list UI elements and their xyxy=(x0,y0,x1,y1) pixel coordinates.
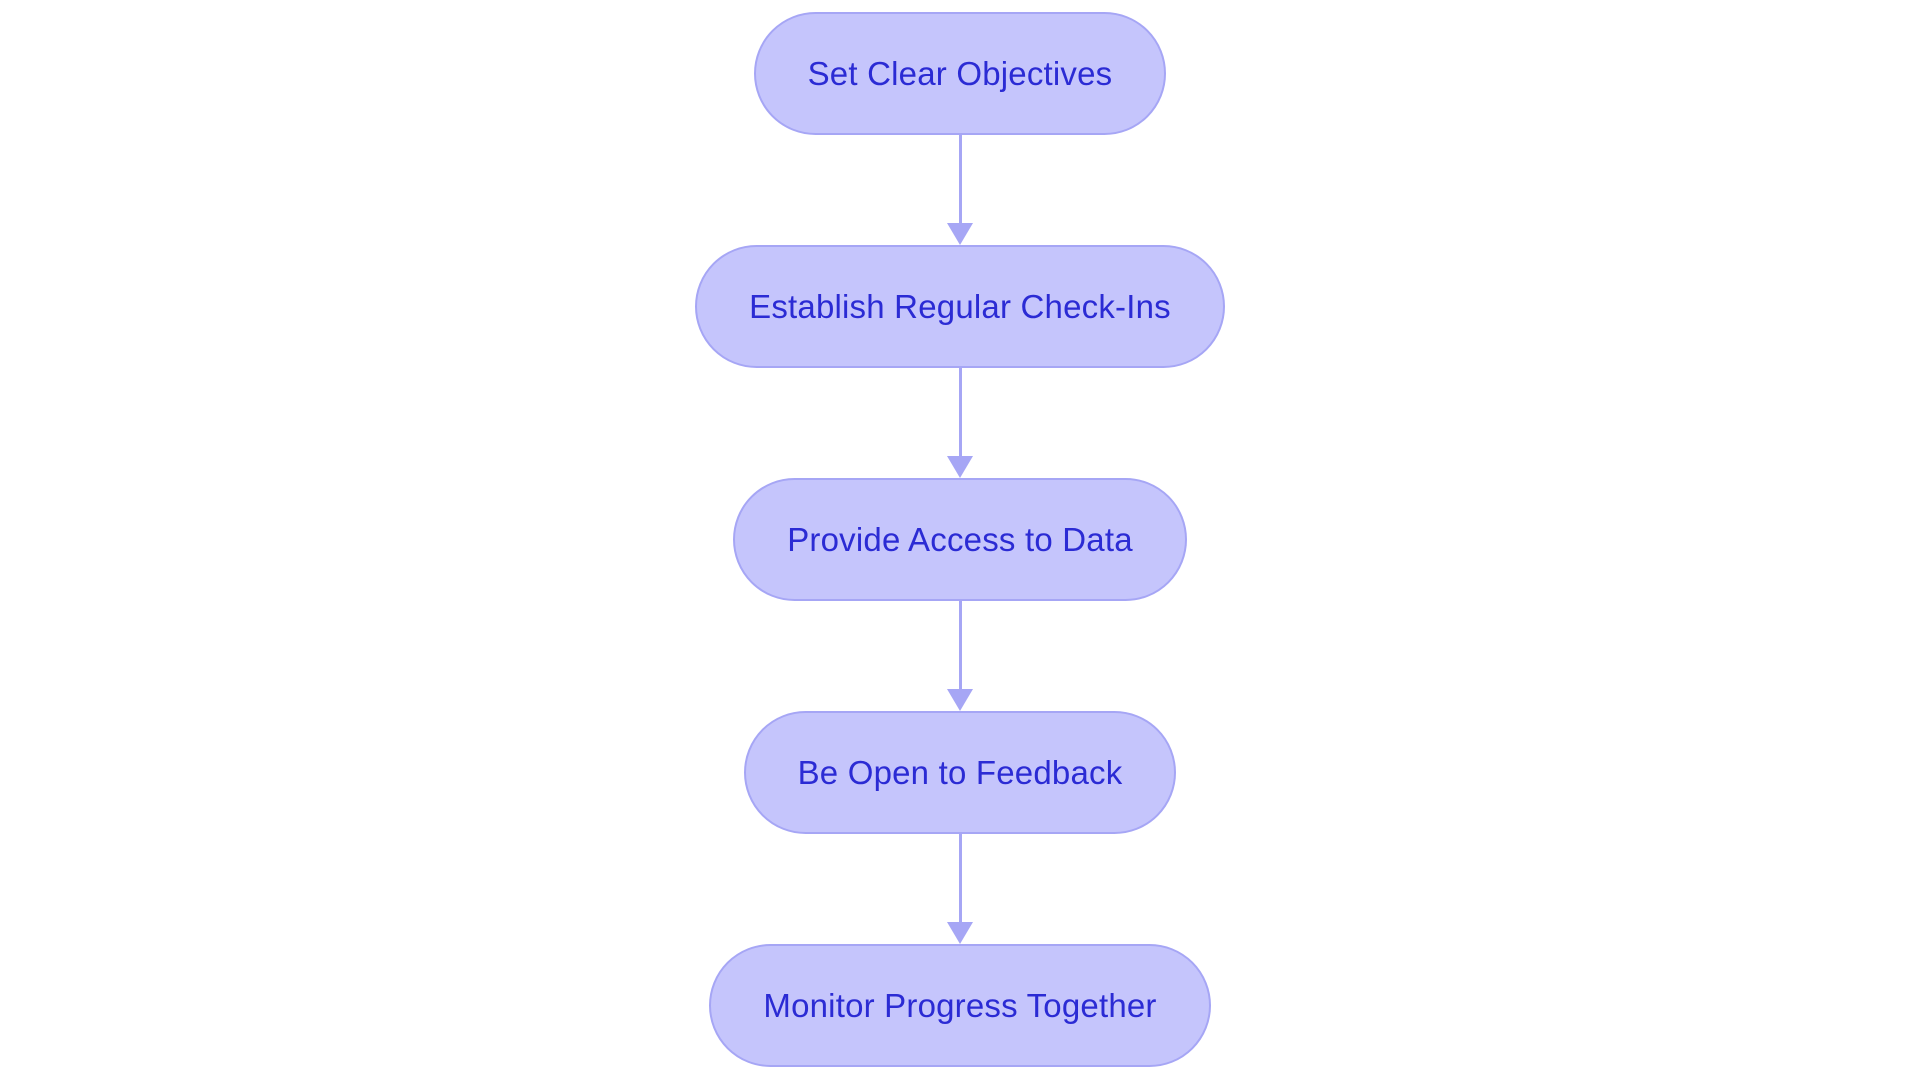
arrow-head-down-icon xyxy=(947,922,973,944)
arrow-line xyxy=(958,601,962,689)
flowchart-arrow-1 xyxy=(940,135,980,245)
flowchart-arrow-2 xyxy=(940,368,980,478)
flowchart-node-label: Set Clear Objectives xyxy=(807,55,1113,92)
arrow-head-down-icon xyxy=(947,223,973,245)
arrow-head-down-icon xyxy=(947,456,973,478)
flowchart-node-be-open-to-feedback[interactable]: Be Open to Feedback xyxy=(743,711,1177,834)
flowchart-node-label: Establish Regular Check-Ins xyxy=(749,288,1171,325)
flowchart-node-label: Provide Access to Data xyxy=(787,521,1133,558)
arrow-head-down-icon xyxy=(947,689,973,711)
arrow-line xyxy=(958,135,962,223)
arrow-line xyxy=(958,368,962,456)
flowchart-node-establish-regular-check-ins[interactable]: Establish Regular Check-Ins xyxy=(695,245,1225,368)
arrow-line xyxy=(958,834,962,922)
flowchart-node-label: Be Open to Feedback xyxy=(797,754,1123,791)
flowchart-node-label: Monitor Progress Together xyxy=(763,987,1157,1024)
flowchart-node-provide-access-to-data[interactable]: Provide Access to Data xyxy=(733,478,1187,601)
flowchart-arrow-3 xyxy=(940,601,980,711)
flowchart-arrow-4 xyxy=(940,834,980,944)
flowchart-node-monitor-progress-together[interactable]: Monitor Progress Together xyxy=(709,944,1211,1067)
flowchart-node-set-clear-objectives[interactable]: Set Clear Objectives xyxy=(753,12,1167,135)
